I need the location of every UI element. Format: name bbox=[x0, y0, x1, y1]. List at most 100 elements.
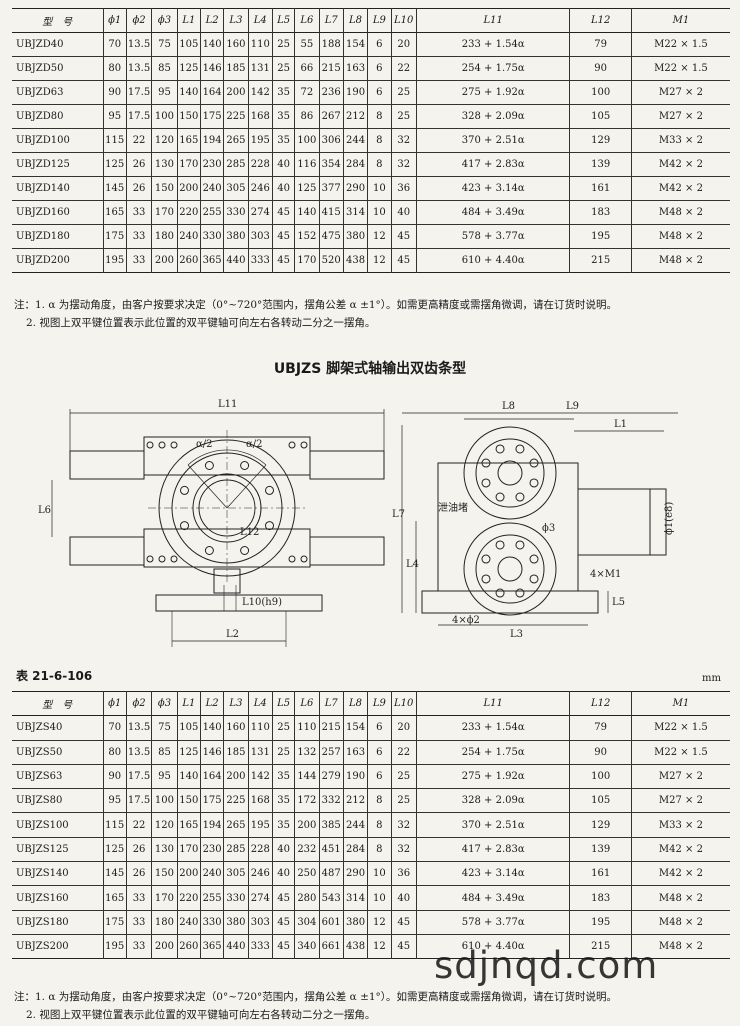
value-cell: 440 bbox=[223, 248, 249, 273]
value-cell: 129 bbox=[569, 128, 632, 153]
value-cell: 305 bbox=[223, 176, 249, 201]
value-cell: 160 bbox=[223, 32, 249, 57]
value-cell: M48 × 2 bbox=[658, 916, 703, 928]
value-cell: 145 bbox=[103, 176, 127, 201]
value-cell: 417 + 2.83α bbox=[416, 152, 571, 177]
value-cell: 90 bbox=[569, 56, 632, 81]
value-cell: 520 bbox=[319, 248, 344, 273]
value-cell: 13.5 bbox=[126, 740, 153, 765]
value-cell: 75 bbox=[151, 32, 178, 57]
value-cell: 115 bbox=[103, 812, 127, 838]
value-cell: M42 × 2 bbox=[658, 868, 703, 880]
side-view bbox=[401, 412, 678, 626]
value-cell: M27 × 2 bbox=[658, 111, 703, 122]
column-header: L7 bbox=[319, 691, 344, 716]
bolt-hole-icon bbox=[240, 545, 250, 555]
label-L8: L8 bbox=[502, 401, 515, 412]
value-cell: 6 bbox=[367, 32, 392, 57]
value-cell: 328 + 2.09α bbox=[416, 788, 571, 813]
value-cell: 22 bbox=[391, 740, 417, 765]
value-cell: 285 bbox=[223, 837, 249, 862]
value-cell: 233 + 1.54α bbox=[416, 715, 571, 741]
watermark: sdjnqd.com bbox=[434, 944, 659, 987]
column-header: L5 bbox=[272, 691, 296, 716]
column-header: L12 bbox=[569, 8, 632, 33]
value-cell: 330 bbox=[200, 224, 225, 249]
value-cell: 267 bbox=[319, 104, 344, 129]
value-cell: 70 bbox=[103, 715, 127, 741]
label-L1: L1 bbox=[614, 419, 627, 430]
column-header: L10 bbox=[391, 691, 417, 716]
bolt-hole-icon bbox=[495, 444, 505, 454]
label-L11: L11 bbox=[218, 399, 237, 410]
value-cell: 194 bbox=[200, 812, 225, 838]
bolt-hole-icon bbox=[515, 588, 525, 598]
value-cell: 32 bbox=[391, 128, 417, 153]
value-cell: 33 bbox=[126, 910, 153, 935]
column-header: L4 bbox=[248, 691, 273, 716]
value-cell: 451 bbox=[319, 837, 344, 862]
value-cell: 438 bbox=[343, 934, 369, 959]
value-cell: 10 bbox=[367, 885, 392, 911]
column-header: ϕ2 bbox=[126, 8, 153, 33]
bolt-hole-icon bbox=[515, 444, 525, 454]
value-cell: 225 bbox=[223, 104, 249, 129]
value-cell: 35 bbox=[272, 80, 296, 105]
column-header: L6 bbox=[294, 691, 320, 716]
value-cell: 215 bbox=[569, 934, 632, 959]
value-cell: 165 bbox=[177, 128, 201, 153]
column-header: M1 bbox=[672, 698, 690, 710]
label-L5: L5 bbox=[612, 597, 625, 608]
value-cell: 215 bbox=[569, 248, 632, 273]
label-L7: L7 bbox=[392, 509, 405, 520]
value-cell: 40 bbox=[272, 861, 296, 886]
value-cell: 215 bbox=[319, 715, 344, 741]
value-cell: 140 bbox=[294, 200, 320, 225]
column-header: L6 bbox=[294, 8, 320, 33]
value-cell: 254 + 1.75α bbox=[416, 740, 571, 765]
value-cell: 228 bbox=[248, 837, 273, 862]
value-cell: 250 bbox=[294, 861, 320, 886]
column-header: L3 bbox=[223, 691, 249, 716]
value-cell: 13.5 bbox=[126, 32, 153, 57]
value-cell: 140 bbox=[200, 32, 225, 57]
column-header: L3 bbox=[223, 8, 249, 33]
value-cell: M22 × 1.5 bbox=[654, 39, 708, 50]
value-cell: 86 bbox=[294, 104, 320, 129]
bolt-hole-icon bbox=[481, 458, 491, 468]
column-header: L8 bbox=[343, 8, 369, 33]
value-cell: 20 bbox=[391, 32, 417, 57]
value-cell: 172 bbox=[294, 788, 320, 813]
value-cell: 146 bbox=[200, 740, 225, 765]
model-cell: UBJZD80 bbox=[12, 104, 104, 129]
column-header: ϕ1 bbox=[103, 8, 127, 33]
value-cell: 100 bbox=[569, 80, 632, 105]
value-cell: 170 bbox=[177, 152, 201, 177]
value-cell: 140 bbox=[177, 80, 201, 105]
value-cell: 35 bbox=[272, 788, 296, 813]
note-1: 注：1. α 为摆动角度，由客户按要求决定（0°~720°范围内，摆角公差 α … bbox=[14, 299, 618, 311]
value-cell: 170 bbox=[177, 837, 201, 862]
unit-label: mm bbox=[702, 673, 721, 684]
column-header: L12 bbox=[569, 691, 632, 716]
value-cell: 26 bbox=[126, 861, 153, 886]
value-cell: 165 bbox=[177, 812, 201, 838]
value-cell: 333 bbox=[248, 248, 273, 273]
value-cell: 285 bbox=[223, 152, 249, 177]
value-cell: 306 bbox=[319, 128, 344, 153]
column-header: L9 bbox=[367, 691, 392, 716]
value-cell: 340 bbox=[294, 934, 320, 959]
bolt-hole-icon bbox=[288, 555, 296, 563]
model-cell: UBJZD40 bbox=[12, 32, 104, 57]
value-cell: 578 + 3.77α bbox=[416, 910, 571, 935]
value-cell: 303 bbox=[248, 910, 273, 935]
value-cell: M22 × 1.5 bbox=[654, 722, 708, 734]
